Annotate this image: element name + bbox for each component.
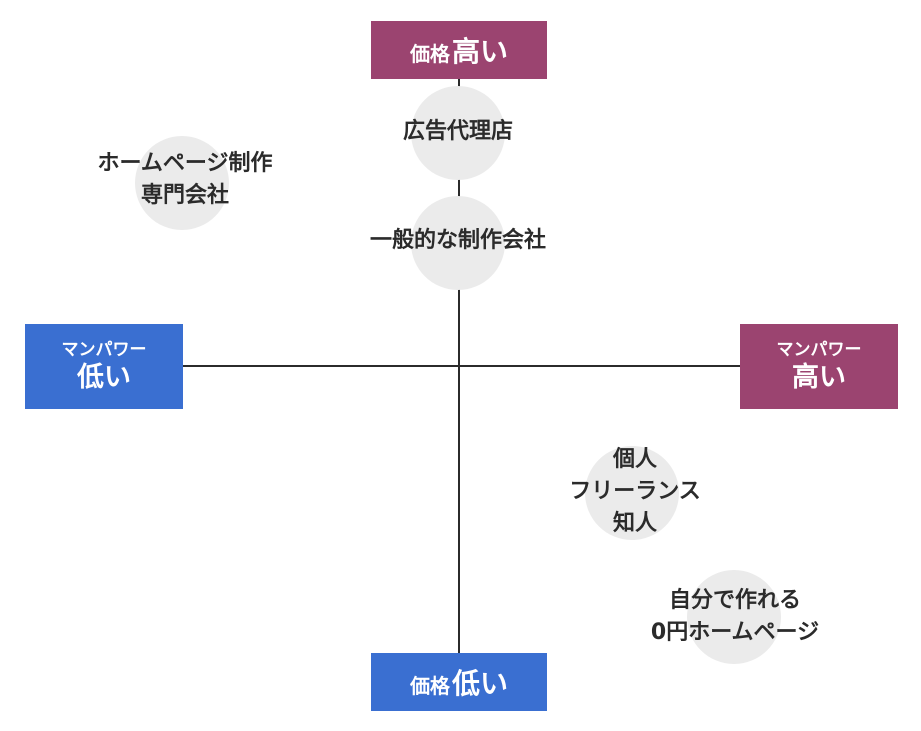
circle-specialist [135,136,229,230]
item-individual-line-3: 知人 [612,511,657,536]
item-ad-agency-line-1: 広告代理店 [402,119,513,144]
item-ad-agency: 広告代理店 [378,116,538,148]
price-low-big: 低い [451,667,508,700]
item-individual-line-2: フリーランス [569,479,701,504]
price-high-big: 高い [451,35,508,68]
horizontal-axis-line [183,365,740,367]
item-specialist-line-1: ホームページ制作 [97,151,273,176]
manpower-low-big: 低い [77,361,131,393]
item-specialist-line-2: 専門会社 [140,183,229,208]
item-individual: 個人 フリーランス 知人 [545,444,725,540]
circle-general-company [411,196,505,290]
item-self-made: 自分で作れる 0円ホームページ [620,585,850,649]
manpower-high-small: マンパワー [776,339,862,360]
manpower-low-label: マンパワー 低い [25,324,183,409]
manpower-high-label: マンパワー 高い [740,324,898,409]
item-self-made-line-1: 自分で作れる [668,588,801,613]
manpower-high-big: 高い [792,361,846,393]
item-self-made-line-2: 0円ホームページ [650,620,820,645]
item-general-company-line-1: 一般的な制作会社 [369,228,546,253]
item-general-company: 一般的な制作会社 [338,225,578,257]
manpower-low-small: マンパワー [61,339,147,360]
price-low-label: 価格低い [371,653,547,711]
item-specialist: ホームページ制作 専門会社 [60,148,310,212]
item-individual-line-1: 個人 [612,447,657,472]
price-low-small: 価格 [409,673,450,698]
circle-ad-agency [411,86,505,180]
circle-self-made [687,570,781,664]
price-high-small: 価格 [409,41,450,66]
circle-individual [585,446,679,540]
price-high-label: 価格高い [371,21,547,79]
